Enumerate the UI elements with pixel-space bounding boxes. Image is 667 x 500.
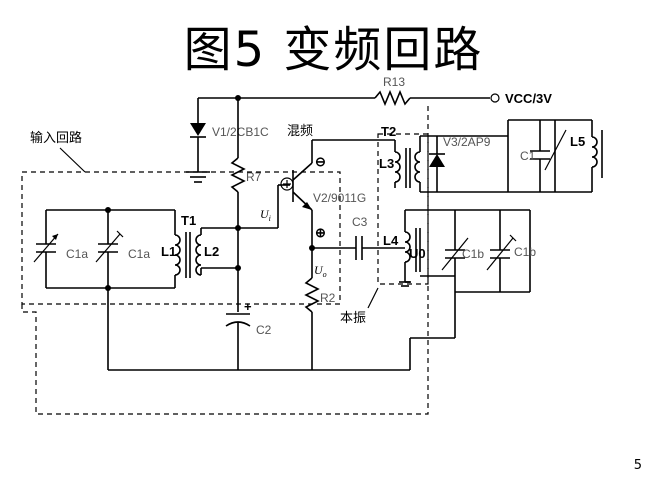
transformer-t2 xyxy=(394,135,508,193)
local-osc-label: 本振 xyxy=(340,311,366,326)
c1a-var-label: C1a xyxy=(128,247,150,261)
slide-title: 图5 变频回路 xyxy=(183,22,484,78)
local-oscillator-tank xyxy=(399,209,531,293)
r13-label: R13 xyxy=(383,75,405,89)
l4-label: L4 xyxy=(383,233,399,248)
ui-label: Ui xyxy=(260,207,271,223)
l2-label: L2 xyxy=(204,244,219,259)
l5-label: L5 xyxy=(570,134,585,149)
t2-label: T2 xyxy=(381,124,396,139)
minus-sign: ⊖ xyxy=(315,154,326,169)
diode-v1 xyxy=(186,98,210,183)
u0-label: U0 xyxy=(409,246,426,261)
v1-label: V1/2CB1C xyxy=(212,125,269,139)
uo-label: Uo xyxy=(314,263,327,279)
c1b-var-label: C1b xyxy=(514,245,536,259)
page-number: 5 xyxy=(633,458,642,473)
mixer-label: 混频 xyxy=(287,124,313,139)
l1-label: L1 xyxy=(161,244,176,259)
c3-label: C3 xyxy=(352,215,368,229)
emitter-network xyxy=(304,236,405,370)
c1a-fixed-label: C1a xyxy=(66,247,88,261)
supply-rail xyxy=(198,89,500,107)
oscillator-dashed-boundary xyxy=(21,104,429,415)
bias-network xyxy=(225,98,251,370)
oscillator-coil-box xyxy=(377,133,429,285)
bottom-rails xyxy=(107,288,456,371)
plus-sign: ⊕ xyxy=(315,225,326,240)
v2-label: V2/9011G xyxy=(313,191,366,205)
c2-plus: + xyxy=(244,299,252,314)
transistor-v2 xyxy=(238,139,395,251)
output-tank xyxy=(507,119,603,193)
r2-label: R2 xyxy=(320,291,336,305)
c2-label: C2 xyxy=(256,323,272,337)
v3-label: V3/2AP9 xyxy=(443,135,491,149)
c1b-fixed-label: C1b xyxy=(462,247,484,261)
r7-label: R7 xyxy=(246,170,262,184)
c1-label: C1 xyxy=(520,149,536,163)
input-loop-label: 输入回路 xyxy=(30,130,82,146)
l3-label: L3 xyxy=(379,156,394,171)
input-tank xyxy=(33,207,238,291)
vcc-label: VCC/3V xyxy=(505,91,552,106)
t1-label: T1 xyxy=(181,213,196,228)
